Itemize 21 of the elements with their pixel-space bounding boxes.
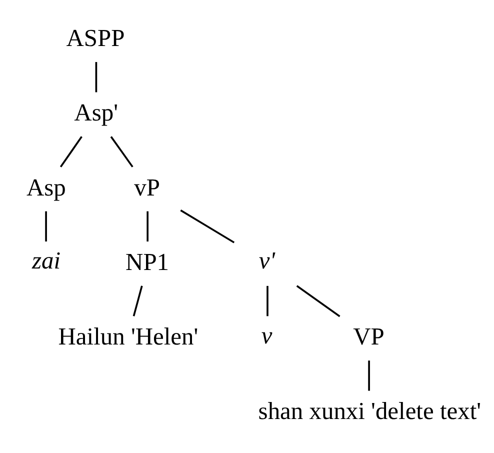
connector [368, 360, 370, 391]
node-text: VP [353, 324, 384, 351]
node-text: v' [258, 248, 276, 275]
connector [45, 211, 47, 242]
node-text: v [261, 322, 272, 350]
connector [180, 210, 235, 244]
node-text: Asp' [74, 100, 118, 127]
connector [60, 136, 82, 168]
node-text: NP1 [126, 248, 170, 276]
node-text: ASPP [66, 25, 125, 52]
node-text: zai [32, 248, 61, 275]
connector [110, 136, 134, 168]
node-text: vP [134, 174, 160, 202]
connector [146, 211, 148, 242]
connector [296, 285, 340, 318]
connector [132, 286, 143, 316]
connector [95, 62, 98, 92]
node-text: Hailun 'Helen' [58, 324, 198, 351]
connector [266, 286, 268, 316]
node-text: Asp [26, 174, 66, 202]
node-text: shan xunxi 'delete text' [258, 398, 482, 426]
